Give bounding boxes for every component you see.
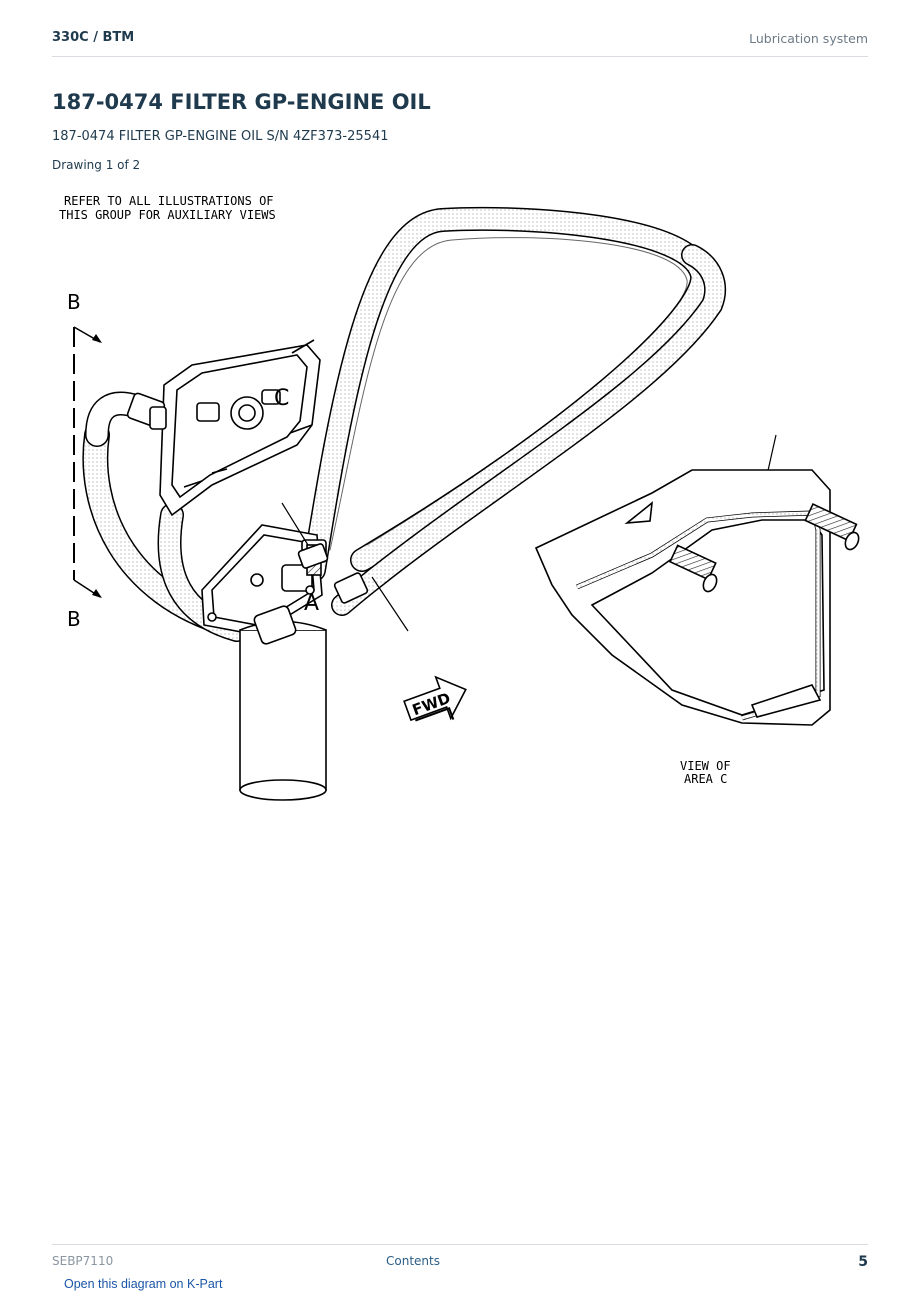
note-line-1: REFER TO ALL ILLUSTRATIONS OF	[64, 194, 274, 208]
callout-c: C	[274, 386, 289, 411]
page-title: 187-0474 FILTER GP-ENGINE OIL	[52, 90, 431, 114]
callout-a: A	[304, 591, 319, 616]
note-line-2: THIS GROUP FOR AUXILIARY VIEWS	[59, 208, 276, 222]
forward-arrow: FWD	[403, 675, 467, 722]
drawing-number: Drawing 1 of 2	[52, 158, 141, 172]
parts-diagram[interactable]: REFER TO ALL ILLUSTRATIONS OF THIS GROUP…	[52, 185, 872, 810]
section-name: Lubrication system	[749, 31, 868, 46]
section-label-top: B	[67, 290, 81, 314]
view-label-line-1: VIEW OF	[680, 759, 731, 773]
filter-assembly	[201, 524, 369, 801]
page-number: 5	[858, 1254, 868, 1270]
open-in-kpart-link[interactable]: Open this diagram on K-Part	[64, 1277, 223, 1291]
contents-link[interactable]: Contents	[386, 1254, 440, 1268]
breadcrumb[interactable]: 330C / BTM	[52, 30, 135, 45]
page-subtitle: 187-0474 FILTER GP-ENGINE OIL S/N 4ZF373…	[52, 129, 389, 144]
hose-loop	[302, 206, 727, 616]
view-label-line-2: AREA C	[684, 772, 727, 786]
document-code: SEBP7110	[52, 1254, 114, 1268]
page-header: 330C / BTM Lubrication system	[52, 28, 868, 57]
page-footer: SEBP7110 Contents 5	[52, 1244, 868, 1275]
detail-view-area-c	[534, 469, 860, 726]
section-marker: B B	[67, 290, 102, 631]
mounting-plate	[126, 339, 321, 517]
section-label-bottom: B	[67, 607, 81, 631]
